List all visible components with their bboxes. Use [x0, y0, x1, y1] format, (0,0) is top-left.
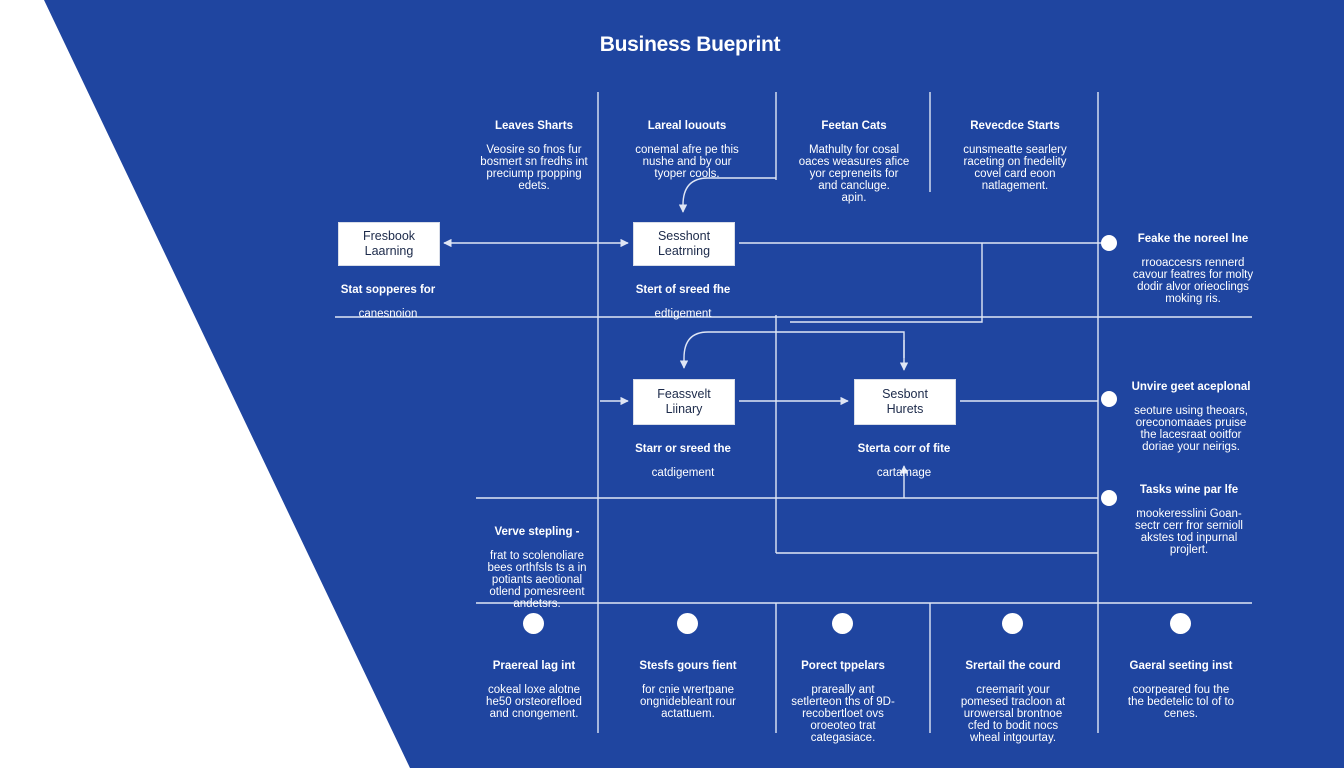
right-note: Unvire geet aceplonal seoture using theo… [1116, 369, 1266, 453]
top-header-title: Lareal lououts [647, 120, 727, 132]
box-caption: Stat sopperes for canesnoion [318, 272, 458, 320]
node-dot [832, 613, 853, 634]
left-note: Verve stepling - frat to scolenoliare be… [462, 514, 612, 610]
node-dot [677, 613, 698, 634]
node-dot [1002, 613, 1023, 634]
box-caption-body: edtigement [654, 308, 712, 320]
process-box[interactable]: Feassvelt Liinary [633, 379, 735, 425]
top-header-title: Leaves Sharts [495, 120, 573, 132]
connector-arrow [678, 177, 776, 213]
node-dot [1101, 235, 1117, 251]
top-header-body: cunsmeatte searlery raceting on fnedelit… [963, 144, 1067, 192]
node-dot [1101, 391, 1117, 407]
bottom-item: Srertail the courd creemarit your pomese… [938, 648, 1088, 744]
top-header-body: Mathulty for cosal oaces weasures afice … [798, 144, 910, 204]
bottom-item-title: Porect tppelars [801, 660, 885, 672]
bottom-item-body: coorpeared fou the the bedetelic tol of … [1127, 684, 1235, 720]
top-header-body: Veosire so fnos fur bosmert sn fredhs in… [480, 144, 588, 192]
box-caption-title: Sterta corr of fite [857, 443, 951, 455]
bottom-item: Gaeral seeting inst coorpeared fou the t… [1106, 648, 1256, 720]
bottom-item-body: creemarit your pomesed tracloon at urowe… [960, 684, 1066, 744]
top-header: Revecdce Starts cunsmeatte searlery race… [930, 108, 1100, 192]
box-caption: Sterta corr of fite cartamage [834, 431, 974, 479]
connector-line [790, 243, 983, 323]
diagram-title: Business Bueprint [599, 33, 781, 56]
top-header: Leaves Sharts Veosire so fnos fur bosmer… [446, 108, 622, 192]
process-box[interactable]: Fresbook Laarning [338, 222, 440, 266]
bottom-item-body: for cnie wrertpane ongnidebleant rour ac… [640, 684, 736, 720]
left-note-title: Verve stepling - [494, 526, 580, 538]
box-caption-title: Starr or sreed the [635, 443, 731, 455]
top-header-title: Revecdce Starts [970, 120, 1060, 132]
bottom-item-body: prareally ant setlerteon ths of 9D- reco… [791, 684, 895, 744]
bottom-item: Praereal lag int cokeal loxe alotne he50… [459, 648, 609, 720]
bottom-item-title: Stesfs gours fient [639, 660, 737, 672]
box-caption-body: catdigement [651, 467, 715, 479]
box-caption-body: cartamage [876, 467, 932, 479]
process-box[interactable]: Sesshont Leatrning [633, 222, 735, 266]
box-caption: Stert of sreed fhe edtigement [613, 272, 753, 320]
right-note-title: Unvire geet aceplonal [1131, 381, 1251, 393]
bottom-item: Porect tppelars prareally ant setlerteon… [768, 648, 918, 744]
bottom-item-body: cokeal loxe alotne he50 orsteorefloed an… [486, 684, 582, 720]
process-box[interactable]: Sesbont Hurets [854, 379, 956, 425]
right-note-body: rrooaccesrs rennerd cavour featres for m… [1132, 257, 1254, 305]
bottom-item: Stesfs gours fient for cnie wrertpane on… [613, 648, 763, 720]
right-note-title: Feake the noreel lne [1137, 233, 1249, 245]
bottom-item-title: Gaeral seeting inst [1129, 660, 1233, 672]
node-dot [1101, 490, 1117, 506]
bottom-item-title: Praereal lag int [492, 660, 576, 672]
connector-arrow [679, 331, 905, 369]
right-note-body: seoture using theoars, oreconomaaes prui… [1134, 405, 1248, 453]
node-dot [523, 613, 544, 634]
right-note-body: mookeresslini Goan- sectr cerr fror sern… [1135, 508, 1243, 556]
right-note-title: Tasks wine par lfe [1139, 484, 1239, 496]
top-header-body: conemal afre pe this nushe and by our ty… [635, 144, 739, 180]
node-dot [1170, 613, 1191, 634]
top-header: Feetan Cats Mathulty for cosal oaces wea… [776, 108, 932, 204]
box-caption: Starr or sreed the catdigement [613, 431, 753, 479]
box-caption-title: Stat sopperes for [340, 284, 436, 296]
left-note-body: frat to scolenoliare bees orthfsls ts a … [487, 550, 587, 610]
top-header-title: Feetan Cats [821, 120, 887, 132]
top-header: Lareal lououts conemal afre pe this nush… [598, 108, 776, 180]
right-note: Tasks wine par lfe mookeresslini Goan- s… [1114, 472, 1264, 556]
bottom-item-title: Srertail the courd [965, 660, 1061, 672]
right-note: Feake the noreel lne rrooaccesrs rennerd… [1118, 221, 1268, 305]
box-caption-body: canesnoion [358, 308, 418, 320]
box-caption-title: Stert of sreed fhe [635, 284, 731, 296]
